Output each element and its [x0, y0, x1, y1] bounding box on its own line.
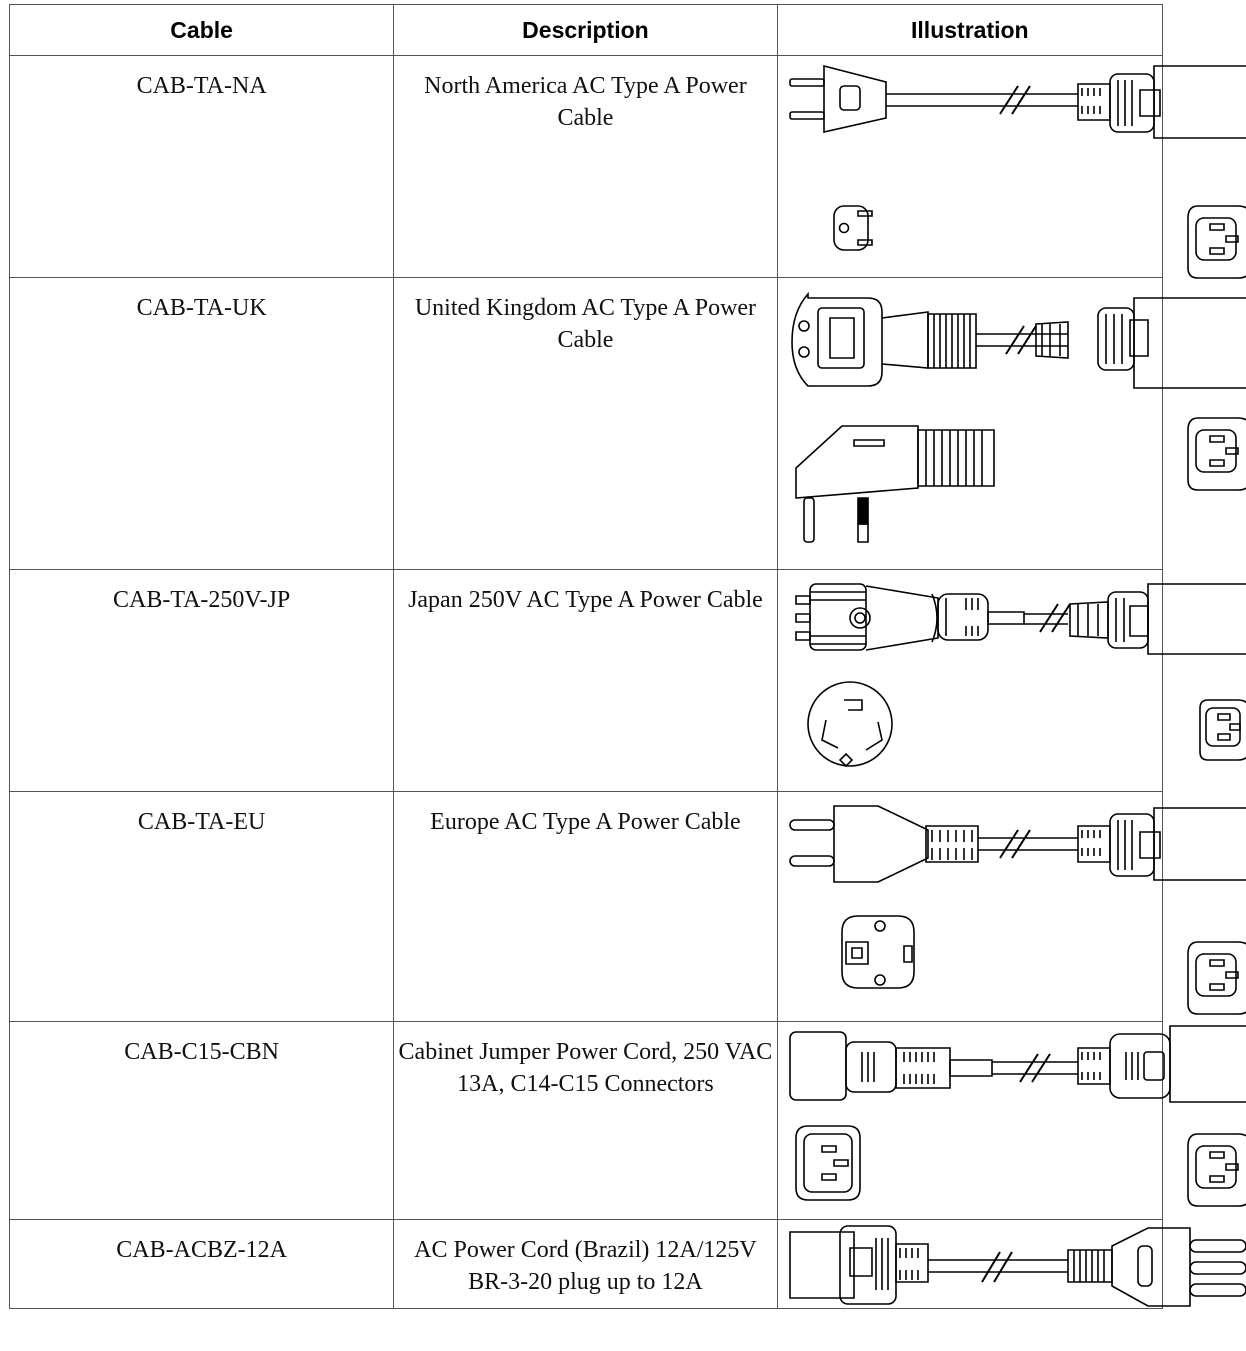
cable-name: CAB-TA-EU [8, 791, 395, 1022]
table-row: CAB-ACBZ-12A AC Power Cord (Brazil) 12A/… [8, 1219, 1163, 1309]
header-cable: Cable [8, 4, 395, 56]
cable-illustration [776, 1021, 1162, 1220]
cable-name: CAB-TA-UK [8, 277, 395, 570]
cable-illustration [776, 277, 1162, 570]
c14-c15-jumper-icon [778, 1022, 1246, 1220]
table-row: CAB-TA-250V-JP Japan 250V AC Type A Powe… [8, 569, 1163, 792]
cable-description: Cabinet Jumper Power Cord, 250 VAC 13A, … [393, 1021, 778, 1220]
table-row: CAB-TA-UK United Kingdom AC Type A Power… [8, 277, 1163, 570]
uk-plug-icon [778, 278, 1246, 570]
brazil-plug-icon [778, 1220, 1246, 1309]
header-illustration: Illustration [776, 4, 1164, 56]
cable-illustration [776, 1219, 1162, 1309]
cable-name: CAB-TA-NA [8, 55, 395, 278]
cable-illustration [776, 55, 1162, 278]
north-america-plug-icon [778, 56, 1246, 278]
cable-illustration [776, 569, 1162, 792]
cable-description: Europe AC Type A Power Cable [393, 791, 778, 1022]
header-description: Description [393, 4, 778, 56]
cable-description: AC Power Cord (Brazil) 12A/125V BR-3-20 … [393, 1219, 778, 1309]
cable-illustration [776, 791, 1162, 1022]
power-cable-table: Cable Description Illustration CAB-TA-NA… [8, 4, 1164, 1309]
table-row: CAB-C15-CBN Cabinet Jumper Power Cord, 2… [8, 1021, 1163, 1220]
cable-name: CAB-C15-CBN [8, 1021, 395, 1220]
table-header-row: Cable Description Illustration [8, 4, 1164, 56]
cable-description: Japan 250V AC Type A Power Cable [393, 569, 778, 792]
europe-plug-icon [778, 792, 1246, 1022]
japan-plug-icon [778, 570, 1246, 792]
cable-name: CAB-ACBZ-12A [8, 1219, 395, 1309]
cable-name: CAB-TA-250V-JP [8, 569, 395, 792]
cable-description: North America AC Type A Power Cable [393, 55, 778, 278]
table-row: CAB-TA-NA North America AC Type A Power … [8, 55, 1163, 278]
table-row: CAB-TA-EU Europe AC Type A Power Cable [8, 791, 1163, 1022]
cable-description: United Kingdom AC Type A Power Cable [393, 277, 778, 570]
